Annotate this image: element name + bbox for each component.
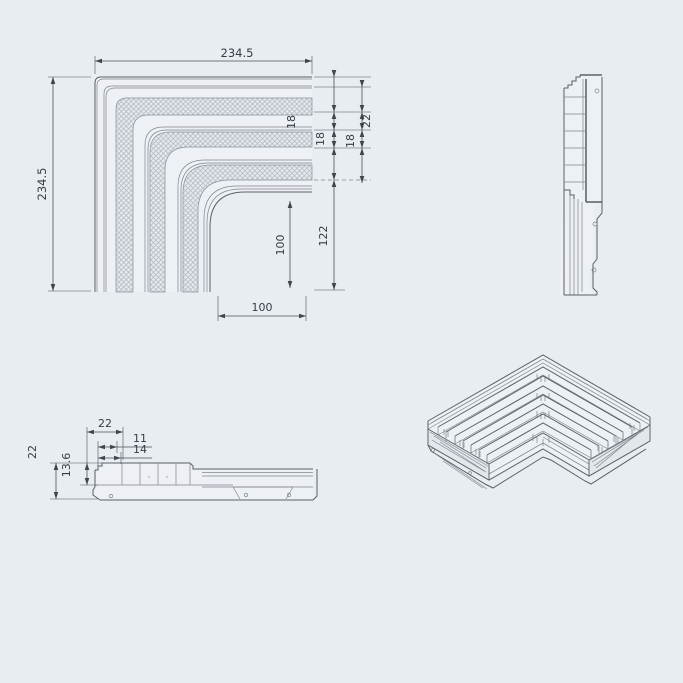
dim-section-thickness-22: 22 <box>26 445 39 459</box>
side-slat-rungs <box>564 96 586 183</box>
dim-chain-18-outer: 18 <box>344 134 357 148</box>
dim-plan-width: 234.5 <box>221 46 254 60</box>
dim-chain-22: 22 <box>360 114 373 128</box>
dim-section-11: 11 <box>133 432 147 445</box>
iso-inner-edge <box>488 432 590 465</box>
side-top-step <box>564 75 581 89</box>
dim-plan-height: 234.5 <box>35 168 49 201</box>
dim-section-14: 14 <box>133 443 147 456</box>
dim-inner-width-100: 100 <box>252 301 273 314</box>
dim-slat-band-18: 18 <box>285 115 298 129</box>
dim-section-slat-height: 13.6 <box>60 453 73 478</box>
dim-right-122: 122 <box>317 226 330 247</box>
iso-right-end-face <box>588 424 651 477</box>
iso-rib-1 <box>445 375 633 433</box>
dim-inner-height-100: 100 <box>274 235 287 256</box>
iso-rib-2 <box>462 394 617 442</box>
iso-rib-3 <box>478 413 600 451</box>
plan-hatch-band-1 <box>115 97 313 293</box>
iso-outer-corner-edge <box>427 354 651 422</box>
plan-view: 234.5 234.5 18 122 22 18 18 100 <box>35 46 373 321</box>
section-view: 22 11 14 22 13.6 <box>26 417 318 501</box>
section-top-profile <box>95 462 313 471</box>
dim-section-22: 22 <box>98 417 112 430</box>
dim-chain-18-inner: 18 <box>314 132 327 146</box>
side-view <box>560 74 603 296</box>
plan-hatch-band-3 <box>182 164 313 293</box>
plan-outer-edge <box>94 76 312 292</box>
iso-view <box>427 354 651 490</box>
plan-hatch-band-2 <box>149 131 313 293</box>
